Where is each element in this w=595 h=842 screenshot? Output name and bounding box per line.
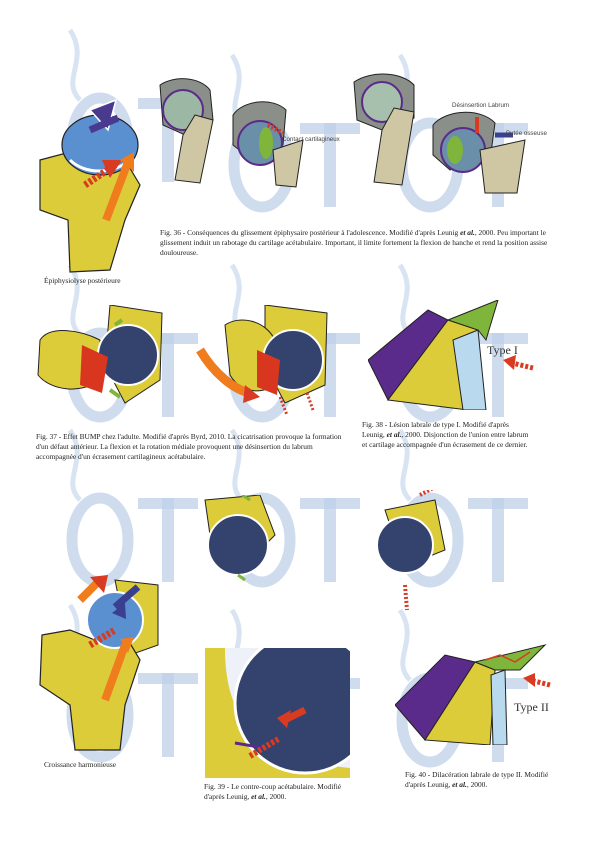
- figure-37-bump-right: [196, 305, 328, 416]
- figure-39-contre-coup: [205, 648, 350, 778]
- figure-38-labral-type1: [368, 300, 534, 410]
- caption-fig37: Fig. 37 - Effet BUMP chez l'adulte. Modi…: [36, 432, 342, 462]
- caption-fig40-head: Fig. 40 - Dilacération labrale de type I…: [405, 770, 549, 790]
- label-croissance: Croissance harmonieuse: [44, 760, 117, 769]
- label-desinsertion-labrum: Désinsertion Labrum: [452, 102, 510, 109]
- caption-fig39-head: Fig. 39 - Le contre-coup acétabulaire. M…: [204, 782, 342, 802]
- figure-39-hip-middle-left: [204, 495, 276, 582]
- caption-fig36-tail: , 2000. Peu important le glissement indu…: [160, 228, 548, 258]
- caption-fig40: Fig. 40 - Dilacération labrale de type I…: [405, 770, 555, 790]
- figure-36-step-3: [353, 73, 415, 186]
- caption-fig38: Fig. 38 - Lésion labrale de type I. Modi…: [362, 420, 532, 451]
- figure-37-bump-left: [37, 305, 163, 404]
- caption-fig39: Fig. 39 - Le contre-coup acétabulaire. M…: [204, 782, 354, 802]
- label-butee-osseuse: Butée osseuse: [506, 130, 547, 137]
- label-epiphysiolyse: Épiphysiolyse postérieure: [44, 276, 121, 285]
- figure-36-hip-epiphysiolysis: [39, 98, 141, 273]
- caption-fig39-tail: , 2000.: [265, 792, 287, 802]
- caption-fig38-head: Fig. 38 - Lésion labrale de type I. Modi…: [362, 420, 509, 440]
- figure-36-step-2: [232, 101, 304, 188]
- caption-fig38-etal: et al.: [386, 430, 402, 440]
- caption-fig40-tail: , 2000.: [466, 780, 488, 790]
- caption-fig36-etal: et al.: [460, 228, 475, 237]
- caption-fig39-etal: et al.: [251, 792, 266, 802]
- label-type-1: Type I: [487, 343, 518, 357]
- caption-fig36: Fig. 36 - Conséquences du glissement épi…: [160, 228, 555, 259]
- figure-36-step-1: [159, 78, 214, 184]
- caption-fig36-head: Fig. 36 - Conséquences du glissement épi…: [160, 228, 461, 237]
- figure-40-labral-type2: [395, 644, 551, 745]
- figure-croissance-hip: [39, 575, 159, 751]
- figure-39-hip-middle-right: [376, 490, 446, 611]
- caption-fig38-tail: , 2000. Disjonction de l'union entre lab…: [362, 430, 529, 450]
- caption-fig40-etal: et al.: [452, 780, 467, 790]
- label-contact-cartilagineux: Contact cartilagineux: [282, 136, 340, 143]
- figure-36-step-4: [432, 111, 526, 194]
- label-type-2: Type II: [514, 700, 549, 714]
